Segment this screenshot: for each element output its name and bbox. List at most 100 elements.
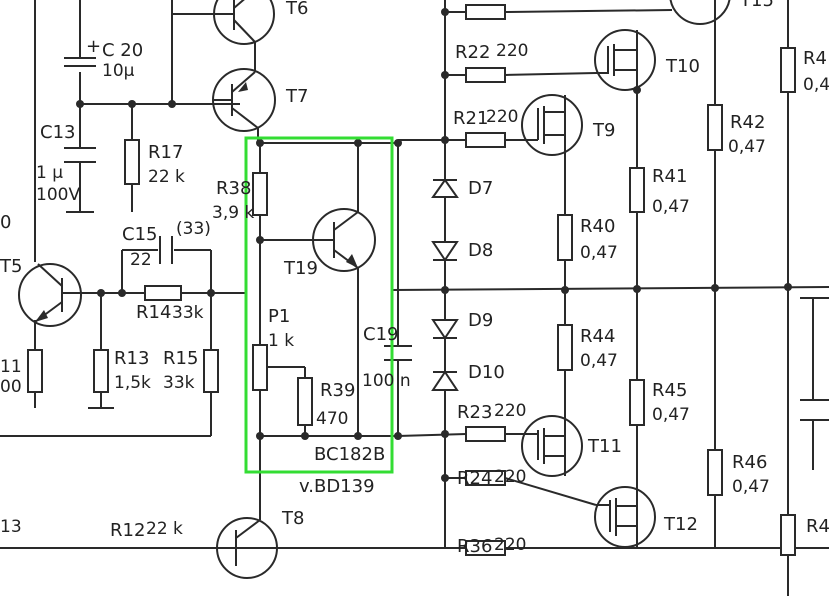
label-r23: R23: [457, 402, 492, 423]
label-r21: R21: [453, 108, 488, 129]
transistor-t7: [212, 68, 276, 132]
resistor-r47: [780, 514, 796, 556]
label-d10: D10: [468, 362, 505, 383]
mosfet-t15: [669, 0, 731, 25]
resistor-r21: [465, 132, 506, 148]
label-r12: R12: [110, 520, 145, 541]
capacitor-c19: [384, 345, 412, 361]
mosfet-t10: [594, 29, 656, 91]
potentiometer-p1: [252, 344, 268, 391]
label-r43: R4: [803, 48, 827, 69]
diode-d9: [431, 319, 459, 340]
resistor-top: [465, 4, 506, 20]
label-r38-value: 3,9 k: [212, 203, 254, 223]
label-t6: T6: [285, 0, 308, 19]
label-left-0: 0: [0, 212, 11, 233]
resistor-r15: [203, 349, 219, 393]
diode-d7: [431, 178, 459, 198]
label-r24: R24: [457, 468, 492, 489]
label-r41-value: 0,47: [652, 197, 690, 217]
label-t9: T9: [592, 120, 615, 141]
label-c13-value-1: 1 µ: [36, 163, 63, 183]
label-r13-value: 1,5k: [114, 373, 151, 393]
label-c20: C 20: [102, 40, 143, 61]
label-t10: T10: [665, 56, 700, 77]
label-left-11: 11: [0, 357, 22, 377]
label-r46: R46: [732, 452, 767, 473]
label-r40-value: 0,47: [580, 243, 618, 263]
resistor-r36: [465, 540, 506, 556]
resistor-r39: [297, 377, 313, 426]
label-c19-value: 100 n: [362, 371, 411, 391]
mosfet-t11: [521, 415, 583, 477]
label-r44-value: 0,47: [580, 351, 618, 371]
transistor-t6: [213, 0, 275, 45]
label-t15: T15: [739, 0, 774, 11]
label-r23-value: 220: [494, 401, 526, 421]
transistor-t5: [18, 263, 82, 327]
label-bc182b: BC182B: [314, 444, 385, 465]
label-r14-value: 33k: [172, 303, 204, 323]
resistor-r13: [93, 349, 109, 393]
label-r14: R14: [136, 302, 171, 323]
label-r22-value: 220: [496, 41, 528, 61]
label-c15-value: 22: [130, 250, 152, 270]
resistor-r11: [27, 349, 43, 393]
transistors: [18, 0, 731, 579]
resistor-r46: [707, 449, 723, 496]
transistor-t19: [312, 208, 376, 272]
label-r45: R45: [652, 380, 687, 401]
mosfet-t12: [594, 486, 656, 548]
highlight-box: [244, 136, 394, 474]
label-d7: D7: [468, 178, 493, 199]
label-r42: R42: [730, 112, 765, 133]
resistor-r40: [557, 214, 573, 261]
resistor-r38: [252, 172, 268, 216]
label-t5: T5: [0, 256, 22, 277]
label-r36: R36: [457, 536, 492, 557]
resistors: [27, 4, 796, 556]
label-r36-value: 220: [494, 535, 526, 555]
label-left-13: 13: [0, 517, 22, 537]
resistor-r24: [465, 470, 506, 486]
label-t11: T11: [587, 436, 622, 457]
diode-d10: [431, 370, 459, 391]
label-t12: T12: [663, 514, 698, 535]
label-r40: R40: [580, 216, 615, 237]
label-r13: R13: [114, 348, 149, 369]
label-r39-value: 470: [316, 409, 348, 429]
resistor-r23: [465, 426, 506, 442]
label-c15: C15: [122, 224, 157, 245]
label-t19: T19: [283, 258, 318, 279]
resistor-r17: [124, 139, 140, 185]
label-c15-alt: (33): [176, 219, 211, 239]
resistor-r14: [144, 285, 182, 301]
label-c19: C19: [363, 324, 398, 345]
diode-d8: [431, 241, 459, 262]
label-left-00: 00: [0, 377, 22, 397]
capacitor-c20: [64, 57, 96, 67]
label-d8: D8: [468, 240, 493, 261]
label-r15: R15: [163, 348, 198, 369]
resistor-r45: [629, 379, 645, 426]
label-r41: R41: [652, 166, 687, 187]
label-r44: R44: [580, 326, 615, 347]
label-t8: T8: [281, 508, 304, 529]
mosfet-t9: [521, 94, 583, 156]
label-r24-value: 220: [494, 467, 526, 487]
label-r21-value: 220: [486, 107, 518, 127]
label-r46-value: 0,47: [732, 477, 770, 497]
capacitor-c13: [64, 147, 96, 163]
capacitor-c15: [159, 236, 173, 264]
label-p1: P1: [268, 306, 290, 327]
label-r12-value: 22 k: [146, 519, 183, 539]
label-p1-value: 1 k: [268, 331, 294, 351]
label-r43-value: 0,4: [803, 75, 829, 95]
label-c13: C13: [40, 122, 75, 143]
label-t7: T7: [285, 86, 308, 107]
resistor-r41: [629, 167, 645, 213]
junctions: [76, 8, 792, 482]
label-r47: R4: [806, 516, 829, 537]
